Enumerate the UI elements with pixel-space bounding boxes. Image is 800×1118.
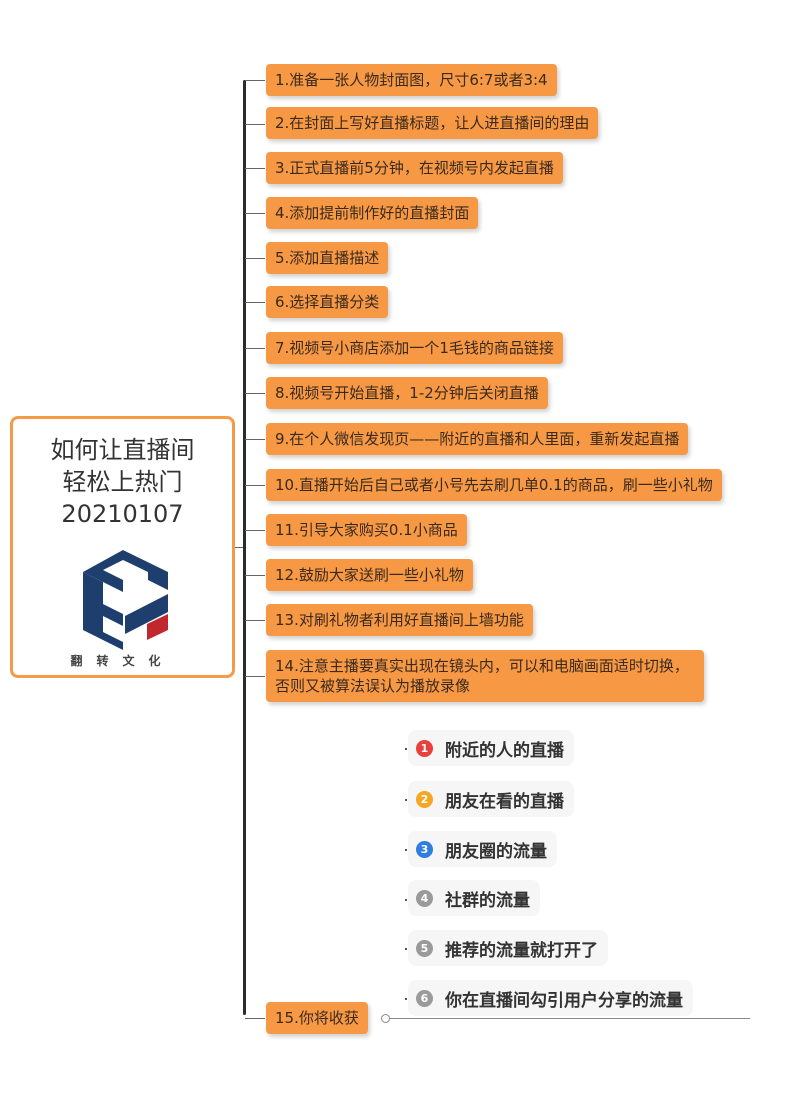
root-title-line-1: 如何让直播间: [50, 436, 195, 464]
step-node-13[interactable]: 13.对刷礼物者利用好直播间上墙功能: [266, 604, 533, 636]
bullet-dot: [405, 748, 407, 750]
step-node-4[interactable]: 4.添加提前制作好的直播封面: [266, 197, 479, 229]
connector: [245, 620, 265, 621]
connector: [245, 393, 265, 394]
number-3-icon: 3: [416, 840, 433, 858]
gain-item-1[interactable]: 1 附近的人的直播: [408, 730, 574, 766]
step-node-3[interactable]: 3.正式直播前5分钟，在视频号内发起直播: [266, 152, 563, 184]
gain-label: 推荐的流量就打开了: [445, 940, 598, 961]
connector: [245, 124, 265, 125]
connector: [245, 168, 265, 169]
step-node-5[interactable]: 5.添加直播描述: [266, 242, 389, 274]
step-node-15[interactable]: 15.你将收获: [266, 1002, 368, 1034]
connector: [245, 439, 265, 440]
gain-item-2[interactable]: 2 朋友在看的直播: [408, 781, 574, 817]
connector: [245, 676, 265, 677]
collapse-toggle-icon[interactable]: [381, 1014, 390, 1023]
bullet-dot: [405, 998, 407, 1000]
number-4-icon: 4: [416, 889, 433, 907]
root-title-line-2: 轻松上热门: [62, 468, 183, 496]
connector: [245, 213, 265, 214]
gain-item-5[interactable]: 5 推荐的流量就打开了: [408, 930, 608, 966]
number-5-icon: 5: [416, 939, 433, 957]
step-node-10[interactable]: 10.直播开始后自己或者小号先去刷几单0.1的商品，刷一些小礼物: [266, 469, 722, 501]
connector: [245, 1018, 265, 1019]
connector: [245, 575, 265, 576]
step-node-8[interactable]: 8.视频号开始直播，1-2分钟后关闭直播: [266, 377, 548, 409]
bullet-dot: [405, 799, 407, 801]
gain-label: 你在直播间勾引用户分享的流量: [445, 990, 683, 1011]
bullet-dot: [405, 849, 407, 851]
gain-label: 朋友在看的直播: [445, 791, 564, 812]
connector: [245, 530, 265, 531]
gain-label: 附近的人的直播: [445, 740, 564, 761]
root-topic[interactable]: 如何让直播间 轻松上热门 20210107 翻转文化: [10, 416, 235, 678]
connector: [245, 302, 265, 303]
step-node-14[interactable]: 14.注意主播要真实出现在镜头内，可以和电脑画面适时切换，否则又被算法误认为播放…: [266, 650, 704, 702]
gain-item-3[interactable]: 3 朋友圈的流量: [408, 831, 557, 867]
logo-caption: 翻转文化: [70, 654, 175, 668]
gain-item-4[interactable]: 4 社群的流量: [408, 880, 540, 916]
root-title-date: 20210107: [61, 500, 184, 528]
connector: [245, 485, 265, 486]
number-2-icon: 2: [416, 790, 433, 808]
branch-trunk: [243, 80, 246, 1015]
number-6-icon: 6: [416, 989, 433, 1007]
connector: [245, 80, 265, 81]
connector: [245, 348, 265, 349]
step-node-7[interactable]: 7.视频号小商店添加一个1毛钱的商品链接: [266, 332, 563, 364]
bullet-dot: [405, 899, 407, 901]
gain-label: 社群的流量: [445, 890, 530, 911]
gains-branch-line: [385, 1018, 750, 1019]
root-title: 如何让直播间 轻松上热门 20210107: [13, 434, 232, 530]
step-node-11[interactable]: 11.引导大家购买0.1小商品: [266, 514, 467, 546]
step-node-6[interactable]: 6.选择直播分类: [266, 286, 389, 318]
step-node-12[interactable]: 12.鼓励大家送刷一些小礼物: [266, 559, 473, 591]
step-node-9[interactable]: 9.在个人微信发现页——附近的直播和人里面，重新发起直播: [266, 423, 689, 455]
connector: [245, 258, 265, 259]
bullet-dot: [405, 948, 407, 950]
step-node-2[interactable]: 2.在封面上写好直播标题，让人进直播间的理由: [266, 107, 599, 139]
gain-label: 朋友圈的流量: [445, 841, 547, 862]
root-connector: [235, 547, 244, 548]
number-1-icon: 1: [416, 739, 433, 757]
gain-item-6[interactable]: 6 你在直播间勾引用户分享的流量: [408, 980, 693, 1016]
company-logo-icon: 翻转文化: [63, 542, 183, 668]
step-node-1[interactable]: 1.准备一张人物封面图，尺寸6:7或者3:4: [266, 64, 557, 96]
